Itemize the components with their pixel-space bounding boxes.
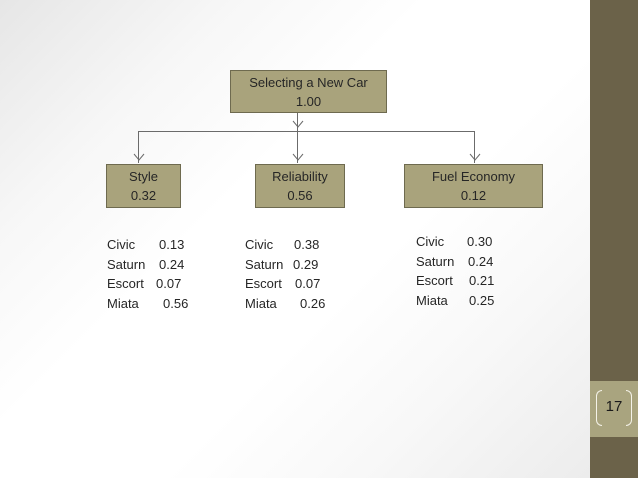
criterion-node-reliability: Reliability 0.56 (255, 164, 345, 208)
list-item: Saturn 0.24 (416, 252, 516, 272)
car-score: 0.07 (295, 276, 321, 291)
list-item: Saturn 0.29 (245, 255, 345, 275)
car-name: Escort (107, 276, 144, 291)
list-item: Civic 0.38 (245, 235, 345, 255)
criterion-weight: 0.56 (287, 188, 313, 203)
list-item: Civic 0.30 (416, 232, 516, 252)
car-name: Miata (416, 292, 448, 308)
page-number: 17 (605, 398, 623, 415)
car-name: Civic (245, 237, 274, 252)
reliability-alternatives-list: Civic 0.38 Saturn 0.29 Escort 0.07 Miata… (245, 235, 345, 313)
root-node: Selecting a New Car 1.00 (230, 70, 387, 113)
root-stem-connector (297, 113, 298, 131)
fuel-economy-alternatives-list: Civic 0.30 Saturn 0.24 Escort 0.21 Miata… (416, 232, 516, 310)
car-score: 0.07 (156, 276, 182, 291)
style-alternatives-list: Civic 0.13 Saturn 0.24 Escort 0.07 Miata… (107, 235, 207, 313)
list-item: Miata 0.26 (245, 294, 345, 314)
criterion-weight: 0.32 (130, 188, 157, 203)
list-item: Escort 0.07 (107, 274, 207, 294)
root-title: Selecting a New Car (249, 75, 368, 90)
car-name: Saturn (416, 253, 455, 269)
horizontal-bus-connector (138, 131, 475, 132)
criterion-weight: 0.12 (460, 188, 487, 203)
list-item: Saturn 0.24 (107, 255, 207, 275)
car-score: 0.21 (469, 273, 495, 288)
criterion-node-fuel-economy: Fuel Economy 0.12 (404, 164, 543, 208)
reliability-drop-connector (297, 131, 298, 163)
car-name: Civic (107, 237, 136, 252)
car-score: 0.56 (163, 295, 189, 311)
root-weight: 1.00 (295, 94, 322, 109)
car-score: 0.29 (293, 256, 319, 272)
list-item: Civic 0.13 (107, 235, 207, 255)
style-drop-connector (138, 131, 139, 163)
fuel-economy-drop-connector (474, 131, 475, 163)
car-name: Miata (245, 295, 277, 311)
car-score: 0.24 (159, 256, 185, 272)
car-score: 0.25 (469, 292, 495, 308)
criterion-title: Fuel Economy (431, 169, 516, 184)
car-score: 0.30 (467, 234, 493, 249)
list-item: Escort 0.07 (245, 274, 345, 294)
criterion-title: Reliability (272, 169, 328, 184)
left-bracket-icon (596, 390, 602, 426)
list-item: Miata 0.56 (107, 294, 207, 314)
car-name: Saturn (245, 256, 284, 272)
list-item: Miata 0.25 (416, 291, 516, 311)
criterion-title: Style (129, 169, 158, 184)
car-name: Civic (416, 234, 445, 249)
car-score: 0.26 (300, 295, 326, 311)
list-item: Escort 0.21 (416, 271, 516, 291)
car-name: Escort (416, 273, 453, 288)
car-score: 0.38 (294, 237, 320, 252)
car-name: Escort (245, 276, 282, 291)
criterion-node-style: Style 0.32 (106, 164, 181, 208)
car-score: 0.13 (159, 237, 185, 252)
car-name: Miata (107, 295, 139, 311)
car-name: Saturn (107, 256, 146, 272)
car-score: 0.24 (468, 253, 494, 269)
